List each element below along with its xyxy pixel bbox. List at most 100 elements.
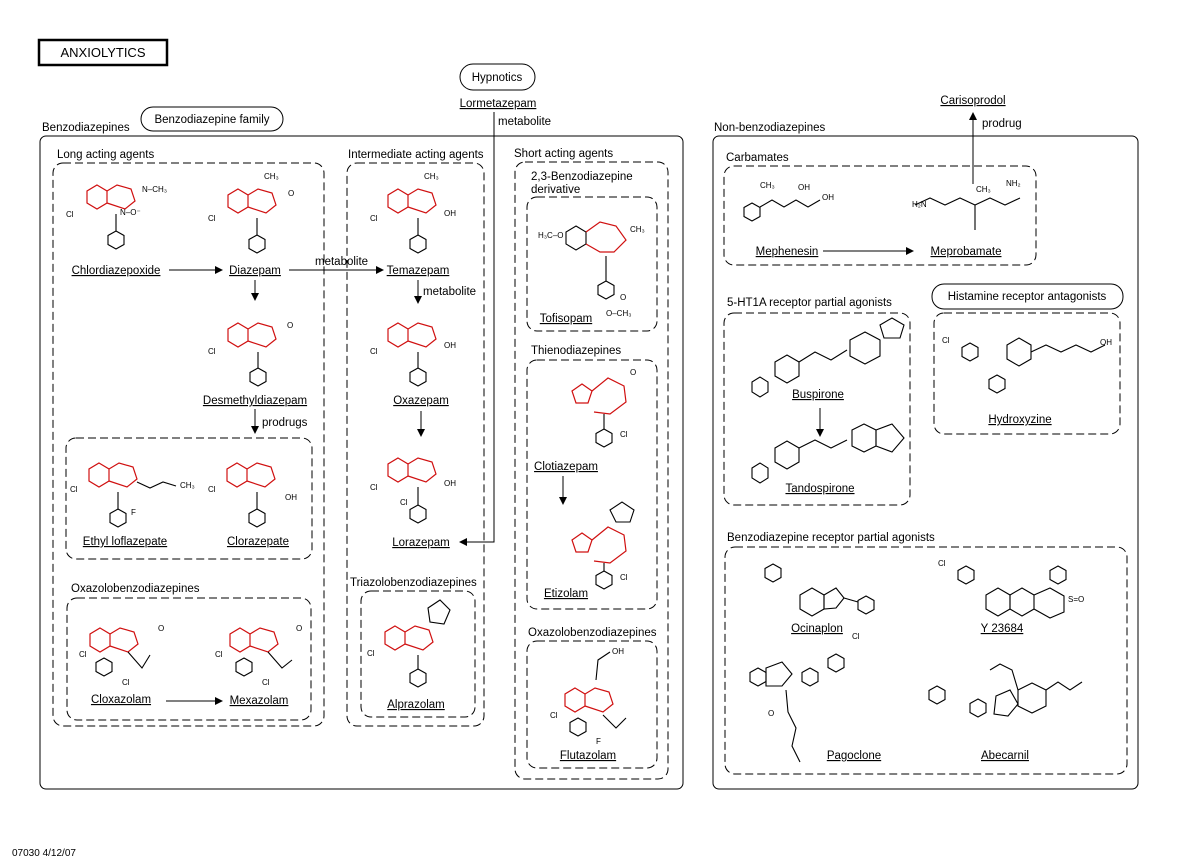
drug-cloxazolam[interactable]: Cloxazolam (91, 694, 151, 706)
svg-text:O: O (630, 368, 636, 377)
structure-desmethyldiazepam: ClO (208, 321, 293, 387)
drug-abecarnil[interactable]: Abecarnil (981, 750, 1029, 762)
structure-tandospirone (751, 423, 905, 484)
drug-chlordiazepoxide[interactable]: Chlordiazepoxide (72, 265, 161, 277)
structure-alprazolam: Cl (367, 599, 451, 688)
group-label-23-benzodiazepine: 2,3-Benzodiazepine (531, 171, 633, 183)
oxazolo-long-box (66, 597, 312, 721)
svg-text:CH₃: CH₃ (760, 181, 775, 190)
histamine-antagonists-label: Histamine receptor antagonists (948, 291, 1107, 303)
drug-y23684[interactable]: Y 23684 (981, 623, 1024, 635)
group-label-triazolo: Triazolobenzodiazepines (350, 577, 477, 589)
histamine-antagonists-button[interactable]: Histamine receptor antagonists (931, 283, 1124, 310)
drug-tofisopam[interactable]: Tofisopam (540, 313, 592, 325)
benzodiazepine-family-label: Benzodiazepine family (154, 114, 269, 126)
svg-text:Cl: Cl (620, 573, 628, 582)
svg-text:Cl: Cl (367, 649, 375, 658)
drug-lormetazepam[interactable]: Lormetazepam (460, 98, 537, 110)
svg-text:S=O: S=O (1068, 595, 1084, 604)
svg-text:N–CH₃: N–CH₃ (142, 185, 167, 194)
svg-text:Cl: Cl (262, 678, 270, 687)
group-label-short-acting: Short acting agents (514, 148, 613, 160)
structure-abecarnil (928, 663, 1083, 718)
drug-ethyl-loflazepate[interactable]: Ethyl loflazepate (83, 536, 167, 548)
non-benzodiazepines-box (712, 135, 1139, 790)
svg-text:OH: OH (798, 183, 810, 192)
svg-text:N–O⁻: N–O⁻ (120, 208, 141, 217)
group-label-thienodiazepines: Thienodiazepines (531, 345, 621, 357)
relation-metabolite-2: metabolite (423, 286, 476, 298)
svg-text:Cl: Cl (66, 210, 74, 219)
drug-mephenesin[interactable]: Mephenesin (756, 246, 819, 258)
group-label-oxazolo-short: Oxazolobenzodiazepines (528, 627, 657, 639)
svg-text:H₃C–O: H₃C–O (538, 231, 563, 240)
hypnotics-button[interactable]: Hypnotics (459, 63, 536, 91)
drug-temazepam[interactable]: Temazepam (387, 265, 450, 277)
long-acting-box (52, 162, 325, 727)
drug-clorazepate[interactable]: Clorazepate (227, 536, 289, 548)
drug-ocinaplon[interactable]: Ocinaplon (791, 623, 843, 635)
svg-text:O: O (288, 189, 294, 198)
svg-text:Cl: Cl (208, 485, 216, 494)
drug-buspirone[interactable]: Buspirone (792, 389, 844, 401)
svg-text:CH₃: CH₃ (976, 185, 991, 194)
benzodiazepine-family-button[interactable]: Benzodiazepine family (140, 106, 284, 132)
svg-text:Cl: Cl (400, 498, 408, 507)
drug-alprazolam[interactable]: Alprazolam (387, 699, 445, 711)
svg-text:Cl: Cl (370, 214, 378, 223)
drug-pagoclone[interactable]: Pagoclone (827, 750, 881, 762)
svg-text:CH₃: CH₃ (180, 481, 195, 490)
svg-text:OH: OH (285, 493, 297, 502)
svg-text:OH: OH (612, 647, 624, 656)
drug-clotiazepam[interactable]: Clotiazepam (534, 461, 598, 473)
triazolo-box (360, 590, 476, 718)
drug-oxazepam[interactable]: Oxazepam (393, 395, 449, 407)
relation-metabolite-1: metabolite (315, 256, 368, 268)
svg-text:Cl: Cl (370, 347, 378, 356)
svg-text:Cl: Cl (370, 483, 378, 492)
group-label-benzodiazepines: Benzodiazepines (42, 122, 130, 134)
svg-text:Cl: Cl (620, 430, 628, 439)
title-box (37, 38, 169, 67)
group-label-non-benzodiazepines: Non-benzodiazepines (714, 122, 825, 134)
drug-flutazolam[interactable]: Flutazolam (560, 750, 616, 762)
drug-carisoprodol[interactable]: Carisoprodol (940, 95, 1005, 107)
svg-text:CH₃: CH₃ (630, 225, 645, 234)
drug-meprobamate[interactable]: Meprobamate (931, 246, 1002, 258)
short-acting-box (514, 161, 669, 780)
svg-text:O: O (296, 624, 302, 633)
drug-tandospirone[interactable]: Tandospirone (785, 483, 854, 495)
drug-hydroxyzine[interactable]: Hydroxyzine (988, 414, 1051, 426)
drug-mexazolam[interactable]: Mexazolam (230, 695, 289, 707)
svg-text:Cl: Cl (942, 336, 950, 345)
svg-text:CH₃: CH₃ (264, 172, 279, 181)
group-label-intermediate-acting: Intermediate acting agents (348, 149, 484, 161)
ht1a-box (723, 312, 911, 506)
structure-y23684: ClS=O (938, 559, 1084, 619)
intermediate-acting-box (346, 162, 485, 727)
drug-diazepam[interactable]: Diazepam (229, 265, 281, 277)
drug-desmethyldiazepam[interactable]: Desmethyldiazepam (203, 395, 307, 407)
histamine-box (933, 312, 1121, 435)
group-label-5ht1a: 5-HT1A receptor partial agonists (727, 297, 892, 309)
footer-code: 07030 4/12/07 (12, 848, 76, 859)
svg-text:Cl: Cl (122, 678, 130, 687)
relation-prodrug: prodrug (982, 118, 1022, 130)
structure-pagoclone: ClO (749, 632, 860, 763)
bzd-partial-box (724, 546, 1128, 775)
svg-text:O: O (158, 624, 164, 633)
drug-lorazepam[interactable]: Lorazepam (392, 537, 450, 549)
svg-text:NH₂: NH₂ (1006, 179, 1021, 188)
drug-etizolam[interactable]: Etizolam (544, 588, 588, 600)
svg-text:Cl: Cl (70, 485, 78, 494)
